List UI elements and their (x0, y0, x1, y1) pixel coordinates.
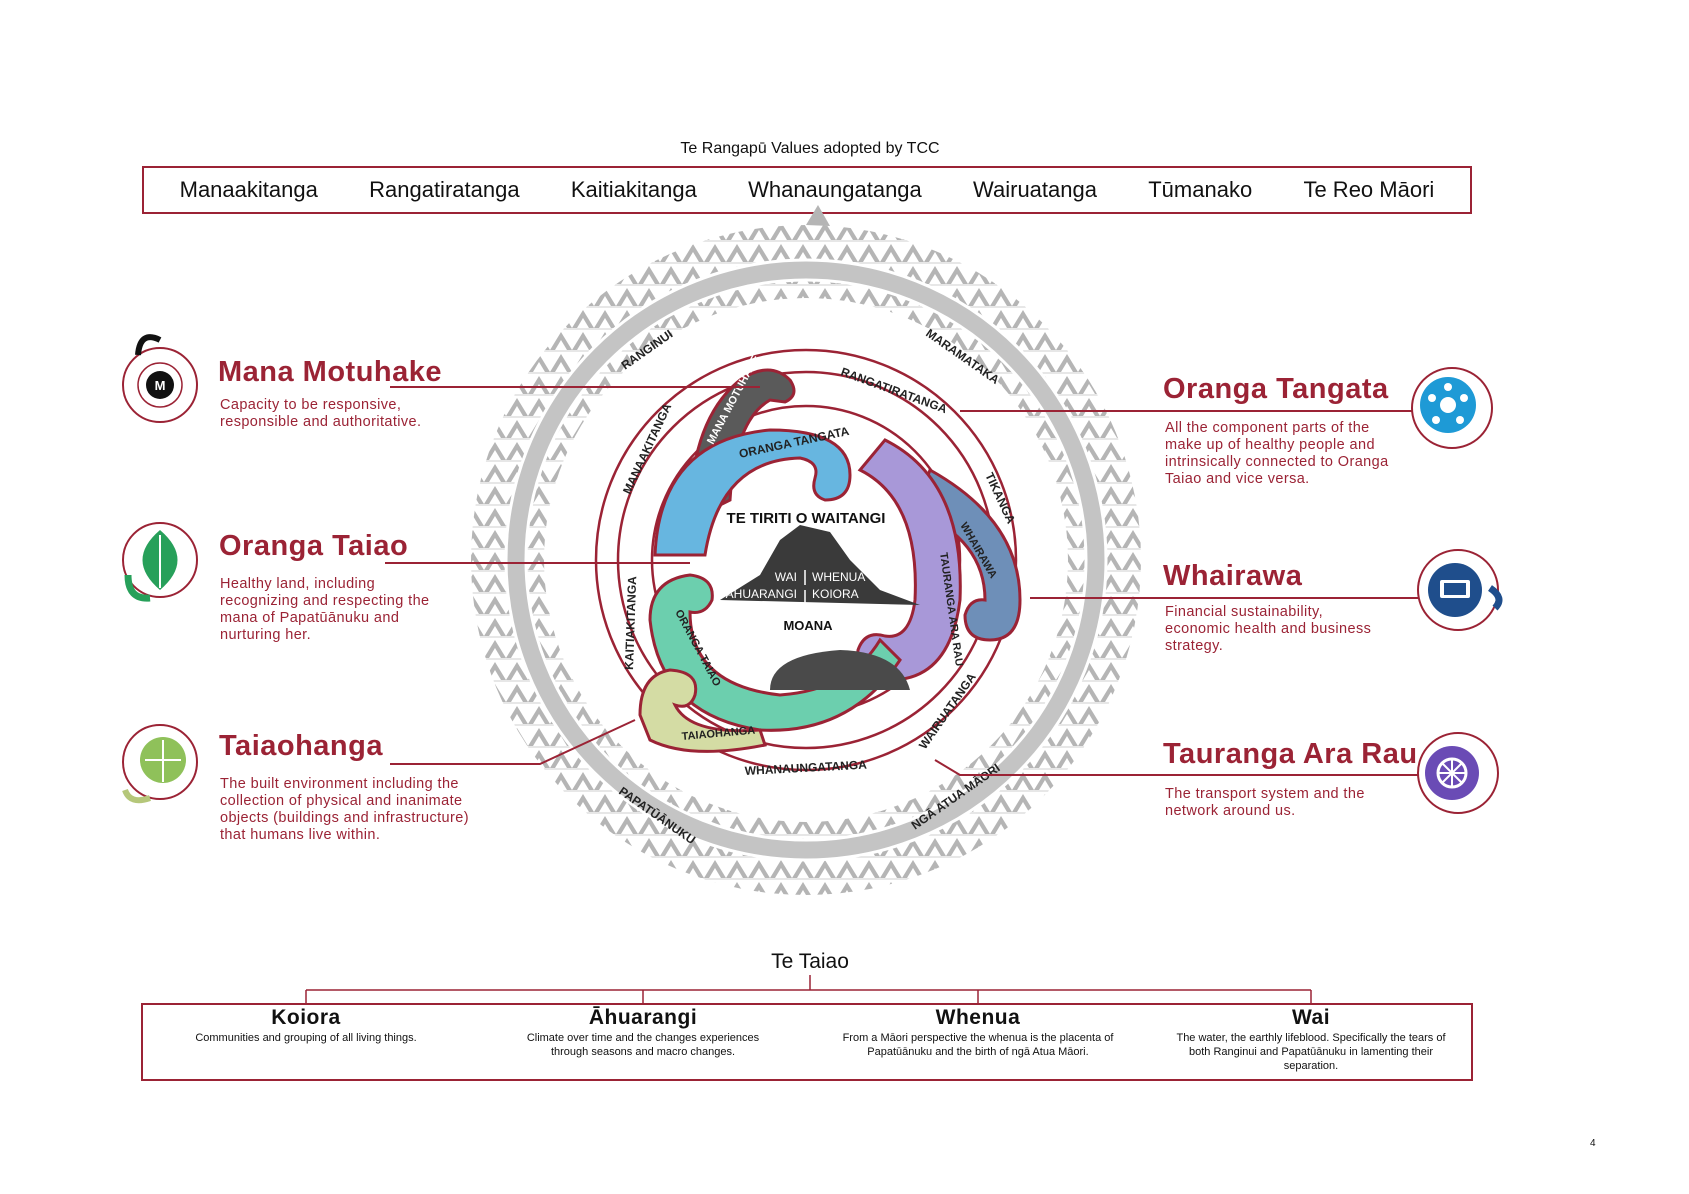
value-tumanako: Tūmanako (1148, 177, 1253, 202)
pillar-oranga-tangata-title: Oranga Tangata (1163, 373, 1389, 405)
pillar-whairawa-title: Whairawa (1163, 560, 1303, 592)
value-kaitiakitanga: Kaitiakitanga (570, 177, 697, 202)
center-koiora: KOIORA (812, 587, 859, 601)
label-kaitiakitanga: KAITIAKITANGA (622, 576, 639, 671)
ring-tooth (806, 205, 830, 226)
center-wai: WAI (775, 570, 797, 584)
pillar-taiaohanga-desc: The built environment including the coll… (220, 776, 469, 843)
taiao-wai-name: Wai (1291, 1006, 1331, 1029)
pillar-whairawa-desc: Financial sustainability, economic healt… (1165, 604, 1372, 654)
water-shape (770, 650, 910, 690)
te-taiao-heading: Te Taiao (771, 950, 849, 973)
pillar-oranga-taiao-title: Oranga Taiao (219, 530, 409, 562)
people-circle-icon (1411, 367, 1493, 449)
fern-leaf-icon (122, 522, 198, 602)
values-caption: Te Rangapū Values adopted by TCC (680, 140, 940, 157)
taiao-item-wai: Wai The water, the earthly lifeblood. Sp… (1166, 1006, 1456, 1073)
taiao-ahuarangi-desc: Climate over time and the changes experi… (526, 1032, 760, 1058)
pillar-oranga-tangata-desc: All the component parts of the make up o… (1165, 420, 1389, 487)
taiao-wai-desc: The water, the earthly lifeblood. Specif… (1176, 1032, 1446, 1072)
taiao-koiora-name: Koiora (271, 1006, 341, 1029)
pillar-tauranga-ara-rau-desc: The transport system and the network aro… (1165, 786, 1365, 819)
center-title: TE TIRITI O WAITANGI (727, 510, 886, 527)
taiao-item-whenua: Whenua From a Māori perspective the when… (833, 1006, 1123, 1059)
mana-motuhake-logo-icon: M (122, 334, 198, 423)
values-box: Manaakitanga Rangatiratanga Kaitiakitang… (142, 166, 1472, 214)
taiao-whenua-name: Whenua (935, 1006, 1021, 1029)
center-moana: MOANA (783, 618, 833, 633)
value-te-reo-maori: Te Reo Māori (1303, 177, 1435, 202)
value-wairuatanga: Wairuatanga (973, 177, 1097, 202)
globe-leaf-icon (122, 724, 198, 804)
pillar-mana-motuhake-title: Mana Motuhake (218, 356, 443, 388)
pillar-tauranga-ara-rau-title: Tauranga Ara Rau (1163, 738, 1418, 770)
svg-text:M: M (155, 378, 166, 393)
koru-oranga-tangata (653, 428, 852, 557)
center-ahuarangi: AHUARANGI (726, 587, 797, 601)
value-manaakitanga: Manaakitanga (179, 177, 318, 202)
label-whanaungatanga: WHANAUNGATANGA (744, 758, 867, 778)
koru-arms (638, 368, 1022, 753)
taiao-ahuarangi-name: Āhuarangi (588, 1006, 698, 1029)
center-whenua: WHENUA (812, 570, 865, 584)
page-number: 4 (1590, 1138, 1596, 1149)
wheel-icon (1417, 732, 1499, 814)
te-taiao-box (141, 1003, 1473, 1081)
mountain-shape (720, 525, 920, 605)
pillar-oranga-taiao-desc: Healthy land, including recognizing and … (220, 576, 430, 643)
connector-lines (385, 386, 1420, 776)
taiao-whenua-desc: From a Māori perspective the whenua is t… (842, 1032, 1114, 1058)
koru-taiaohanga (638, 668, 767, 753)
taiao-koiora-desc: Communities and grouping of all living t… (195, 1032, 417, 1044)
value-rangatiratanga: Rangatiratanga (369, 177, 520, 202)
taiao-item-ahuarangi: Āhuarangi Climate over time and the chan… (513, 1006, 773, 1059)
pillar-mana-motuhake-desc: Capacity to be responsive, responsible a… (220, 397, 422, 430)
laptop-icon (1417, 549, 1503, 631)
taiao-item-koiora: Koiora Communities and grouping of all l… (176, 1006, 436, 1045)
value-whanaungatanga: Whanaungatanga (748, 177, 922, 202)
center-landscape (720, 525, 920, 690)
pillar-taiaohanga-title: Taiaohanga (219, 730, 383, 762)
